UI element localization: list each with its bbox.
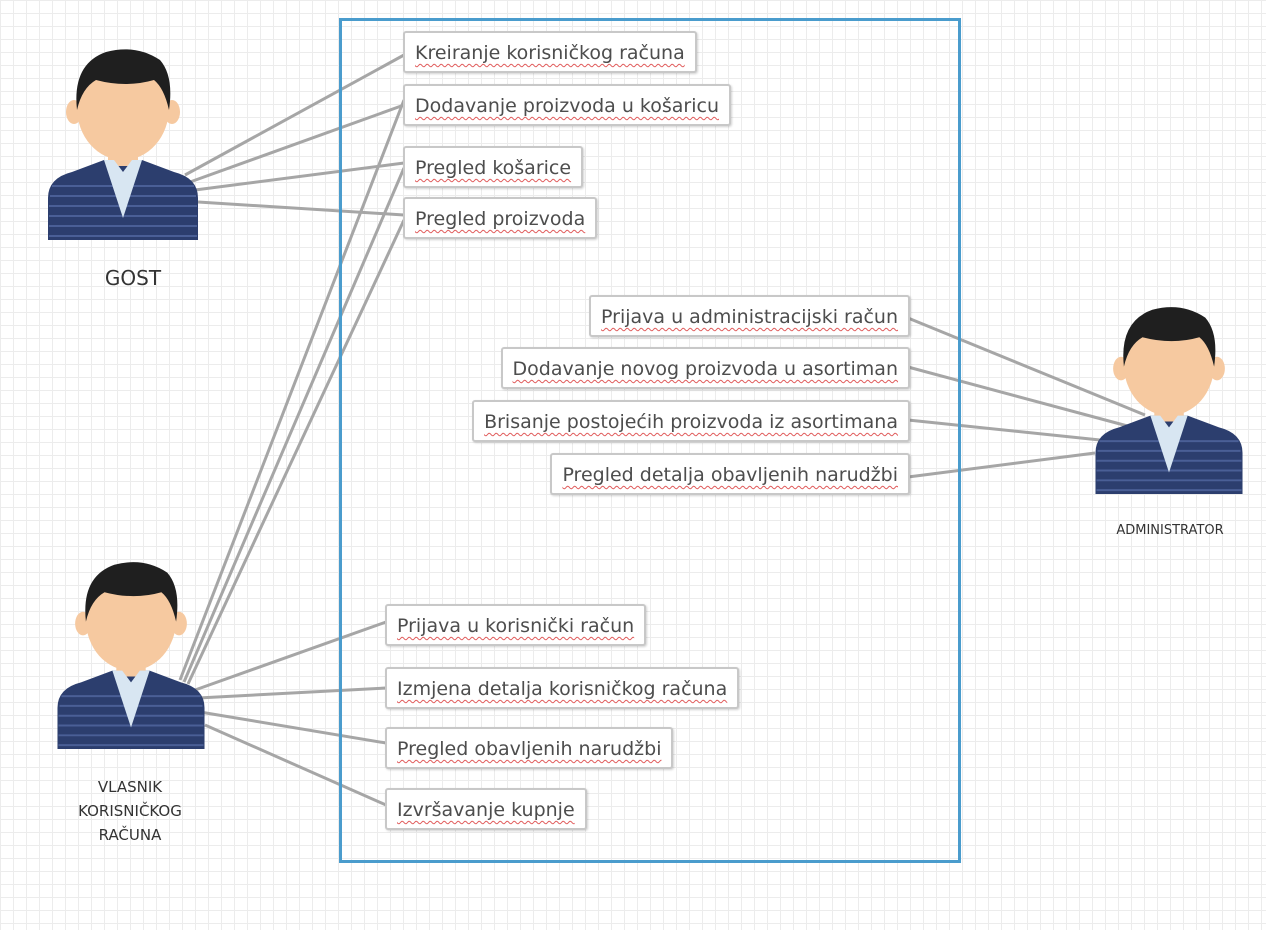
connector-gost-pregled-proizvoda — [197, 200, 405, 217]
usecase-label: Prijava u korisnički račun — [397, 615, 635, 637]
usecase-label: Pregled detalja obavljenih narudžbi — [562, 464, 898, 486]
usecase-label: Pregled košarice — [415, 157, 572, 179]
connector-admin-brisanje — [907, 418, 1101, 442]
actor-gost-icon — [48, 49, 198, 240]
connector-admin-pregled-detalja — [907, 451, 1096, 479]
usecase-pregled-detalja-narudzbi[interactable]: Pregled detalja obavljenih narudžbi — [550, 453, 910, 495]
connector-gost-kreiranje — [184, 53, 405, 177]
connector-vlasnik-kupnja — [204, 723, 387, 807]
usecase-label: Izvršavanje kupnje — [397, 799, 575, 821]
usecase-label: Dodavanje novog proizvoda u asortiman — [512, 358, 898, 380]
usecase-label: Pregled proizvoda — [415, 208, 586, 230]
connector-vlasnik-pregled-narudzbi — [199, 710, 387, 745]
connector-gost-dodavanje — [189, 103, 405, 184]
usecase-label: Pregled obavljenih narudžbi — [397, 738, 662, 760]
actor-administrator-icon — [1095, 307, 1243, 495]
usecase-izvrsavanje-kupnje[interactable]: Izvršavanje kupnje — [385, 788, 587, 830]
usecase-label: Kreiranje korisničkog računa — [415, 42, 685, 64]
actor-gost-label: GOST — [104, 266, 162, 290]
usecase-prijava-korisnik[interactable]: Prijava u korisnički račun — [385, 604, 647, 646]
usecase-brisanje-proizvoda[interactable]: Brisanje postojećih proizvoda iz asortim… — [472, 400, 910, 442]
usecase-prijava-admin[interactable]: Prijava u administracijski račun — [589, 295, 910, 337]
actor-vlasnik-icon — [57, 562, 205, 750]
connector-vlasnik-dodavanje — [178, 99, 406, 681]
connector-vlasnik-izmjena — [197, 686, 387, 700]
connector-vlasnik-pregled-kosarice — [182, 167, 406, 683]
usecase-dodavanje-u-kosaricu[interactable]: Dodavanje proizvoda u košaricu — [403, 84, 731, 126]
connector-admin-dodavanje — [907, 365, 1136, 430]
usecase-izmjena-detalja[interactable]: Izmjena detalja korisničkog računa — [385, 667, 740, 709]
connector-gost-pregled-kosarice — [194, 161, 405, 192]
usecase-label: Izmjena detalja korisničkog računa — [397, 678, 728, 700]
usecase-pregled-kosarice[interactable]: Pregled košarice — [403, 146, 584, 188]
connector-admin-prijava — [907, 316, 1146, 417]
connector-vlasnik-prijava — [194, 620, 387, 692]
actor-vlasnik-label: VLASNIK KORISNIČKOG RAČUNA — [78, 778, 182, 844]
usecase-pregled-narudzbi[interactable]: Pregled obavljenih narudžbi — [385, 727, 674, 769]
usecase-dodavanje-novog-proizvoda[interactable]: Dodavanje novog proizvoda u asortiman — [500, 347, 910, 389]
connector-vlasnik-pregled-proizvoda — [186, 219, 406, 685]
usecase-kreiranje-racuna[interactable]: Kreiranje korisničkog računa — [403, 31, 697, 73]
system-boundary — [339, 18, 961, 863]
usecase-pregled-proizvoda[interactable]: Pregled proizvoda — [403, 197, 598, 239]
usecase-label: Prijava u administracijski račun — [601, 306, 898, 328]
usecase-label: Dodavanje proizvoda u košaricu — [415, 95, 719, 117]
actor-administrator-label: ADMINISTRATOR — [1116, 523, 1224, 538]
usecase-label: Brisanje postojećih proizvoda iz asortim… — [484, 411, 898, 433]
